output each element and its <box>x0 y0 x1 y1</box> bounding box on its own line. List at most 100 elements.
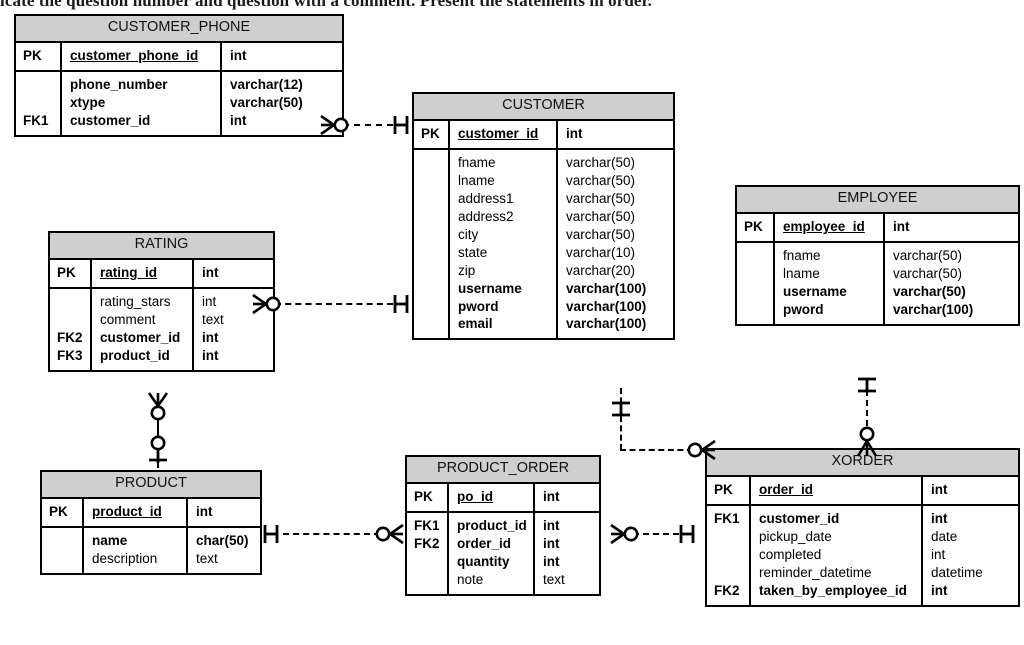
attr-keys: FK1 FK FK FK FK2 <box>707 505 751 605</box>
attr-type-3: int <box>202 347 219 363</box>
rel-product-productorder-crowfoot-zero-many <box>374 521 408 547</box>
rel-productorder-xorder-crowfoot-zero-many <box>610 521 644 547</box>
attr-col-2: customer_id <box>70 112 151 128</box>
rel-employee-xorder-crowfoot-zero-many <box>854 424 880 462</box>
attr-col-5: state <box>458 244 488 260</box>
rel-employee-xorder-line <box>866 380 868 436</box>
attr-col-3: pword <box>783 301 824 317</box>
attr-columns: phone_number xtype customer_id <box>62 71 222 135</box>
attr-columns: rating_stars comment customer_id product… <box>92 288 194 370</box>
rel-productorder-xorder-one-only-one <box>675 521 701 547</box>
attr-col-1: xtype <box>70 94 106 110</box>
attr-col-9: email <box>458 316 493 332</box>
attr-type-4: int <box>931 582 948 598</box>
entity-customer-attrs: fname lname address1 address2 city state… <box>414 149 673 339</box>
attr-type-2: int <box>543 553 560 569</box>
entity-customer-phone-pk-row: PK customer_phone_id int <box>16 42 342 72</box>
pk-label: PK <box>407 483 449 511</box>
rel-customerphone-customer-crowfoot-zero-many <box>320 112 354 138</box>
attr-type-6: varchar(20) <box>566 262 636 278</box>
attr-type-0: varchar(50) <box>893 247 963 263</box>
pk-label: PK <box>50 259 92 287</box>
attr-col-0: customer_id <box>759 510 840 526</box>
attr-col-2: username <box>783 283 847 299</box>
entity-rating-attrs: FK FK FK2 FK3 rating_stars comment custo… <box>50 288 273 370</box>
attr-col-3: note <box>457 571 484 587</box>
attr-col-1: pickup_date <box>759 528 832 544</box>
entity-customer-phone[interactable]: CUSTOMER_PHONE PK customer_phone_id int … <box>14 14 344 137</box>
entity-product-order-attrs: FK1 FK2 product_id order_id quantity not… <box>407 512 599 594</box>
entity-customer-phone-title: CUSTOMER_PHONE <box>16 16 342 43</box>
rel-rating-product-line <box>157 395 159 468</box>
attr-type-1: int <box>543 535 560 551</box>
entity-xorder[interactable]: XORDER PK order_id int FK1 FK FK FK FK2 … <box>705 448 1020 607</box>
rel-customer-xorder-line-vertical <box>620 388 622 450</box>
entity-employee[interactable]: EMPLOYEE PK employee_id int fname lname … <box>735 185 1020 326</box>
attr-type-2: int <box>230 112 247 128</box>
pk-type: int <box>543 488 560 504</box>
pk-type: int <box>566 125 583 141</box>
attr-col-4: taken_by_employee_id <box>759 582 907 598</box>
attr-type-2: int <box>202 329 219 345</box>
entity-customer-pk-row: PK customer_id int <box>414 120 673 150</box>
attr-col-6: zip <box>458 262 476 278</box>
attr-types: int text int int <box>194 289 273 370</box>
entity-product[interactable]: PRODUCT PK product_id int name descripti… <box>40 470 262 575</box>
pk-column: employee_id <box>775 213 885 241</box>
attr-type-3: varchar(50) <box>566 208 636 224</box>
entity-product-attrs: name description char(50) text <box>42 527 260 573</box>
attr-key-2: FK1 <box>23 112 49 128</box>
entity-product-order-title: PRODUCT_ORDER <box>407 457 599 484</box>
attr-col-2: quantity <box>457 553 510 569</box>
pk-label: PK <box>414 120 450 148</box>
rel-productorder-xorder-line <box>633 533 679 535</box>
attr-key-0: FK1 <box>714 510 740 526</box>
attr-keys: FK FK FK1 <box>16 71 62 135</box>
attr-type-0: int <box>931 510 948 526</box>
attr-col-1: lname <box>783 265 820 281</box>
attr-type-1: varchar(50) <box>893 265 963 281</box>
pk-label: PK <box>42 498 84 526</box>
attr-keys <box>42 527 84 573</box>
entity-employee-title: EMPLOYEE <box>737 187 1018 214</box>
attr-col-1: lname <box>458 172 495 188</box>
rel-product-productorder-one-only-one <box>259 521 285 547</box>
entity-product-order-pk-row: PK po_id int <box>407 483 599 513</box>
attr-type-8: varchar(100) <box>566 298 647 314</box>
attr-columns: fname lname username pword <box>775 242 885 324</box>
pk-column: customer_id <box>450 120 558 148</box>
attr-type-5: varchar(10) <box>566 244 636 260</box>
pk-label: PK <box>16 42 62 70</box>
attr-key-0: FK1 <box>414 517 440 533</box>
attr-type-1: varchar(50) <box>230 94 303 110</box>
attr-type-1: text <box>202 311 224 327</box>
attr-col-4: city <box>458 226 479 242</box>
attr-type-0: int <box>202 293 217 309</box>
attr-types: char(50) text <box>188 528 260 573</box>
rel-customer-xorder-crowfoot-zero-many <box>686 437 720 463</box>
attr-type-0: varchar(12) <box>230 76 303 92</box>
entity-customer[interactable]: CUSTOMER PK customer_id int fname lname … <box>412 92 675 341</box>
attr-col-3: reminder_datetime <box>759 564 872 580</box>
rel-customer-xorder-line-horizontal <box>620 449 693 451</box>
attr-types: varchar(50) varchar(50) varchar(50) varc… <box>885 243 1018 324</box>
attr-columns: name description <box>84 527 188 573</box>
attr-col-3: product_id <box>100 347 170 363</box>
entity-customer-phone-attrs: FK FK FK1 phone_number xtype customer_id… <box>16 71 342 135</box>
entity-rating[interactable]: RATING PK rating_id int FK FK FK2 FK3 ra… <box>48 231 275 372</box>
entity-rating-pk-row: PK rating_id int <box>50 259 273 289</box>
entity-product-pk-row: PK product_id int <box>42 498 260 528</box>
attr-key-1: FK2 <box>414 535 440 551</box>
pk-type: int <box>196 503 213 519</box>
rel-rating-product-crowfoot-zero-many <box>145 392 171 432</box>
attr-col-7: username <box>458 280 522 296</box>
pk-column: order_id <box>751 476 923 504</box>
attr-key-3: FK3 <box>57 347 83 363</box>
rel-rating-customer-one-only-one <box>389 291 415 317</box>
entity-rating-title: RATING <box>50 233 273 260</box>
entity-product-title: PRODUCT <box>42 472 260 499</box>
attr-type-4: varchar(50) <box>566 226 636 242</box>
pk-type: int <box>230 47 247 63</box>
entity-product-order[interactable]: PRODUCT_ORDER PK po_id int FK1 FK2 produ… <box>405 455 601 596</box>
